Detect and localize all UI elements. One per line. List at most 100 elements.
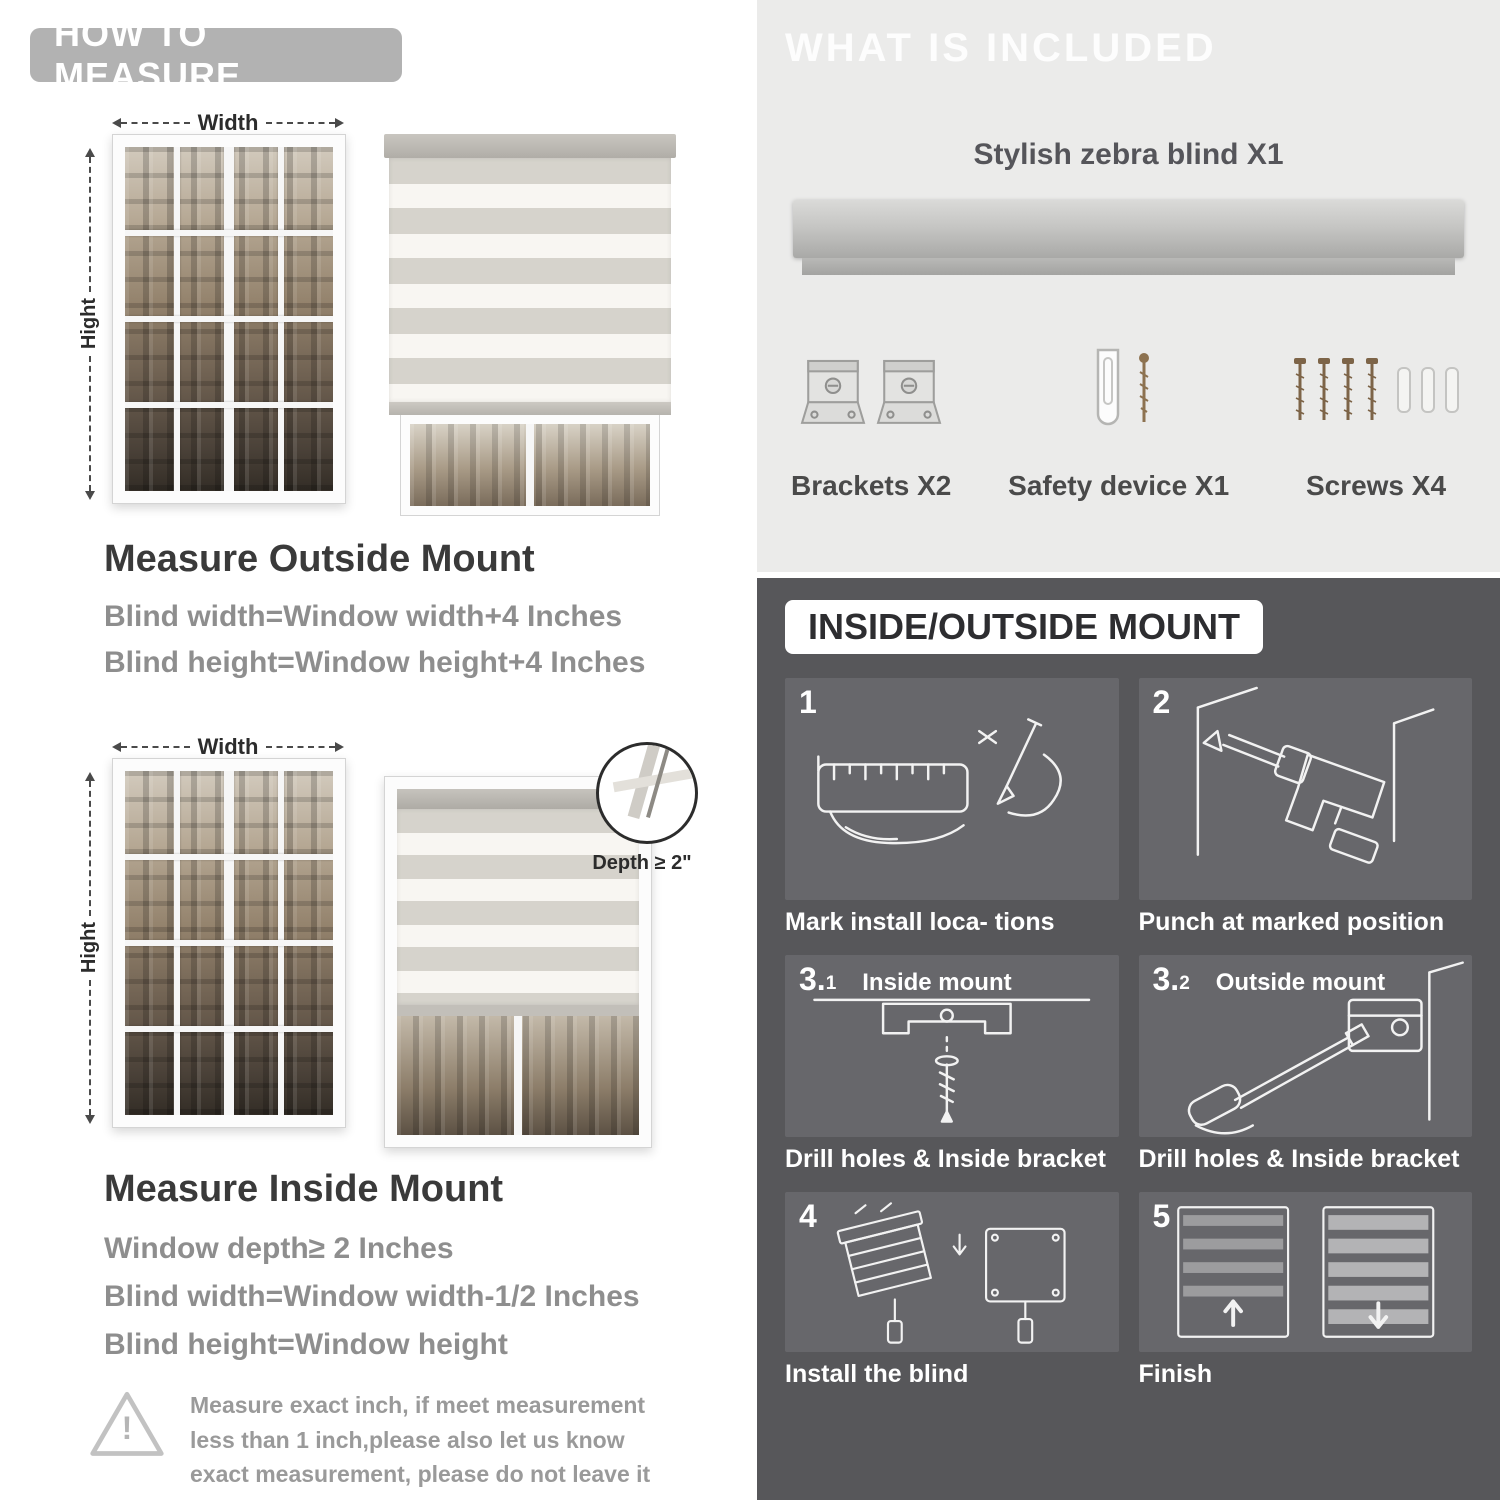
outside-mount-rule-height: Blind height=Window height+4 Inches (104, 646, 646, 679)
step-number: 3. (1152, 961, 1180, 997)
outside-mount-heading: Measure Outside Mount (104, 538, 535, 580)
step-1-panel: 1 (785, 678, 1119, 900)
step-2: 2 (1138, 678, 1472, 937)
safety-device-icon (1096, 348, 1149, 426)
outside-mount-rule-width: Blind width=Window width+4 Inches (104, 600, 623, 633)
arrow-left-icon (112, 118, 121, 128)
included-item-safety-device: Safety device X1 (1008, 332, 1229, 502)
height-label: Hight (78, 298, 100, 350)
safety-device-illustration (1064, 332, 1174, 456)
what-is-included-header: WHAT IS INCLUDED (785, 26, 1217, 70)
what-is-included-section: WHAT IS INCLUDED Stylish zebra blind X1 (757, 0, 1500, 572)
included-item-brackets: Brackets X2 (791, 332, 951, 502)
finish-art (1176, 1206, 1434, 1338)
height-dimension-arrow: Hight (78, 148, 101, 500)
step-3-1-panel: 3. 1 Inside mount (785, 955, 1119, 1137)
step-2-panel: 2 (1138, 678, 1472, 900)
step-2-caption: Punch at marked position (1138, 908, 1445, 936)
arrow-up-icon (84, 772, 95, 781)
magnifier-circle-icon (596, 742, 698, 844)
outside-bracket-art (1187, 961, 1464, 1135)
step-5-panel: 5 (1138, 1192, 1472, 1352)
blind-cassette (397, 789, 639, 809)
inside-bracket-art (813, 998, 1091, 1123)
brackets-illustration (800, 332, 942, 456)
note-text: Measure exact inch, if meet measurement … (190, 1392, 651, 1487)
safety-device-label: Safety device X1 (1008, 470, 1230, 501)
warning-triangle-icon: ! (88, 1388, 166, 1462)
step-title: Outside mount (1215, 969, 1386, 996)
inside-mount-figure: Width Hight (72, 724, 698, 1156)
blind-bottom-rail (397, 1005, 639, 1016)
inside-mount-rule-depth: Window depth≥ 2 Inches (104, 1232, 454, 1265)
window-glass (125, 147, 333, 491)
zebra-blind-illustration (384, 134, 676, 516)
arrow-up-icon (84, 148, 95, 157)
width-label: Width (197, 734, 259, 759)
step-5: 5 (1138, 1192, 1472, 1389)
arrow-left-icon (112, 742, 121, 752)
step-number: 4 (799, 1198, 817, 1234)
inside-mount-heading: Measure Inside Mount (104, 1168, 504, 1210)
window-glass (397, 1016, 639, 1135)
depth-label: Depth ≥ 2" (592, 852, 692, 874)
depth-callout: Depth ≥ 2" (584, 742, 700, 875)
screws-label: Screws X4 (1305, 470, 1447, 501)
step-4: 4 (785, 1192, 1119, 1389)
bracket-icon (876, 359, 942, 424)
blind-inside-window-illustration (384, 776, 652, 1148)
bracket-icon (800, 359, 866, 424)
step-3-1-caption: Drill holes & Inside bracket (785, 1145, 1106, 1173)
step-number: 3. (799, 961, 826, 997)
arrow-right-icon (335, 118, 345, 128)
measurement-note: ! Measure exact inch, if meet measuremen… (88, 1388, 654, 1492)
window-illustration (112, 134, 346, 504)
step-3-1: 3. 1 Inside mount (785, 955, 1119, 1174)
inside-mount-rule-height: Blind height=Window height (104, 1328, 508, 1361)
screws-icon (1294, 358, 1459, 420)
window-glass (125, 771, 333, 1115)
step-3-2-panel: 3. 2 Outside mount (1138, 955, 1472, 1137)
width-dimension-arrow: Width (112, 734, 345, 760)
window-illustration (112, 758, 346, 1128)
included-item-screws: Screws X4 (1286, 332, 1466, 502)
arrow-down-icon (84, 491, 95, 500)
mount-header: INSIDE/OUTSIDE MOUNT (785, 600, 1263, 654)
step-number: 2 (1152, 684, 1171, 720)
mount-steps-grid: 1 (785, 678, 1472, 1389)
width-label: Width (197, 110, 259, 135)
step-3-2: 3. 2 Outside mount (1138, 955, 1472, 1174)
window-below-blind (400, 415, 660, 516)
inside-mount-rule-width: Blind width=Window width-1/2 Inches (104, 1280, 640, 1313)
blind-bottom-rail (389, 402, 671, 415)
how-to-measure-section: HOW TO MEASURE Width Hight (30, 13, 698, 1492)
screws-illustration (1286, 332, 1466, 456)
height-label: Hight (78, 922, 100, 974)
height-dimension-arrow: Hight (78, 772, 101, 1124)
mount-instructions-section: INSIDE/OUTSIDE MOUNT 1 (757, 578, 1500, 1500)
mark-locations-art (817, 718, 1062, 845)
step-1-caption: Mark install loca- tions (785, 908, 1055, 936)
install-blind-art (836, 1202, 1066, 1344)
step-5-caption: Finish (1138, 1360, 1213, 1388)
step-number: 5 (1152, 1198, 1171, 1234)
headrail-illustration (793, 200, 1464, 275)
outside-mount-figure: Width Hight (72, 100, 692, 532)
brackets-label: Brackets X2 (791, 470, 952, 501)
how-to-measure-header: HOW TO MEASURE (30, 13, 402, 96)
arrow-down-icon (84, 1115, 95, 1124)
step-4-panel: 4 (785, 1192, 1119, 1352)
arrow-right-icon (335, 742, 345, 752)
blind-item-label: Stylish zebra blind X1 (973, 138, 1284, 171)
included-items-row: Brackets X2 Safety device X1 (791, 332, 1466, 502)
drill-art (1196, 686, 1434, 864)
blind-stripes (389, 158, 671, 402)
step-title: Inside mount (862, 969, 1012, 996)
warning-mark: ! (121, 1410, 133, 1446)
step-4-caption: Install the blind (785, 1360, 969, 1388)
step-number: 1 (799, 684, 817, 720)
step-3-2-caption: Drill holes & Inside bracket (1138, 1145, 1460, 1173)
blind-stripes (397, 809, 639, 1005)
width-dimension-arrow: Width (112, 110, 345, 136)
